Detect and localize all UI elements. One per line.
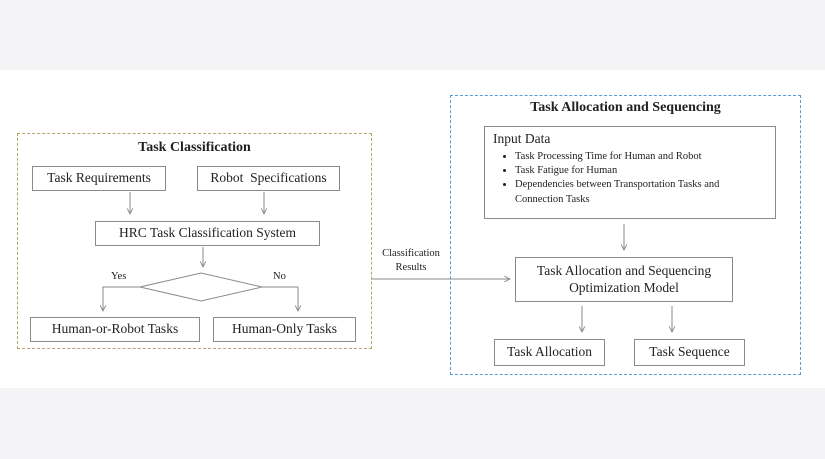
classification-results-label-1: Classification	[382, 248, 440, 259]
input-data-item: Dependencies between Transportation Task…	[515, 178, 767, 206]
task-allocation-sequencing-frame	[450, 95, 801, 375]
input-data-list: Task Processing Time for Human and Robot…	[493, 150, 767, 207]
task-allocation-label: Task Allocation	[507, 344, 592, 360]
task-sequence-box: Task Sequence	[634, 339, 745, 366]
human-or-robot-tasks-box: Human-or-Robot Tasks	[30, 317, 200, 342]
input-data-item: Task Processing Time for Human and Robot	[515, 150, 767, 164]
input-data-box: Input Data Task Processing Time for Huma…	[484, 126, 776, 219]
classification-results-label-2: Results	[395, 262, 427, 273]
hrc-classification-system-box: HRC Task Classification System	[95, 221, 320, 246]
human-or-robot-tasks-label: Human-or-Robot Tasks	[51, 321, 179, 337]
yes-label: Yes	[111, 271, 127, 282]
task-requirements-box: Task Requirements	[32, 166, 166, 191]
optimization-model-box: Task Allocation and Sequencing Optimizat…	[515, 257, 733, 302]
optimization-model-label-1: Task Allocation and Sequencing	[536, 262, 712, 278]
robot-specifications-box: Robot Specifications	[197, 166, 340, 191]
task-sequence-label: Task Sequence	[649, 344, 730, 360]
robot-specifications-label: Robot Specifications	[210, 170, 327, 186]
arrow-yes-branch	[103, 286, 140, 311]
input-data-item: Task Fatigue for Human	[515, 164, 767, 178]
no-label: No	[273, 271, 286, 282]
task-classification-title: Task Classification	[138, 140, 251, 155]
human-only-tasks-label: Human-Only Tasks	[232, 321, 337, 337]
input-data-title: Input Data	[493, 131, 551, 146]
rps-decision-diamond	[139, 272, 263, 302]
arrow-no-branch	[262, 286, 298, 311]
hrc-classification-system-label: HRC Task Classification System	[119, 225, 296, 241]
optimization-model-label-2: Optimization Model	[569, 279, 679, 295]
task-requirements-label: Task Requirements	[47, 170, 151, 186]
task-allocation-box: Task Allocation	[494, 339, 605, 366]
human-only-tasks-box: Human-Only Tasks	[213, 317, 356, 342]
task-classification-frame	[17, 133, 372, 349]
task-allocation-sequencing-title: Task Allocation and Sequencing	[530, 100, 721, 115]
